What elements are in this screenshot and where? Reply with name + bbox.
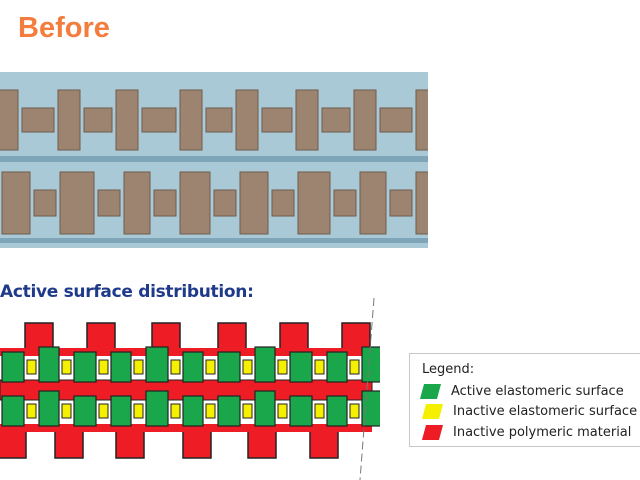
red-crenel bbox=[0, 427, 27, 459]
cut-line bbox=[359, 298, 375, 480]
belt-tile bbox=[1, 171, 31, 235]
green-block bbox=[182, 351, 204, 383]
yellow-block bbox=[170, 403, 181, 419]
yellow-block bbox=[98, 403, 109, 419]
yellow-block bbox=[26, 359, 37, 375]
yellow-block bbox=[133, 359, 144, 375]
yellow-block bbox=[349, 359, 360, 375]
belt-tile bbox=[97, 189, 121, 217]
green-block bbox=[38, 390, 60, 427]
green-block bbox=[110, 395, 132, 427]
legend-item-active-elastomeric: Active elastomeric surface bbox=[419, 384, 624, 399]
legend-item-inactive-elastomeric: Inactive elastomeric surface bbox=[421, 404, 638, 419]
belt-tile bbox=[239, 171, 269, 235]
yellow-block bbox=[242, 359, 253, 375]
yellow-block bbox=[133, 403, 144, 419]
yellow-block bbox=[277, 359, 288, 375]
belt-groove bbox=[0, 156, 428, 162]
belt-tile bbox=[141, 107, 177, 133]
green-block bbox=[289, 351, 313, 383]
yellow-block bbox=[242, 403, 253, 419]
legend-item-inactive-polymeric: Inactive polymeric material bbox=[421, 425, 632, 440]
belt-tile bbox=[235, 89, 259, 151]
yellow-swatch-icon bbox=[421, 404, 444, 419]
belt-tile bbox=[359, 171, 387, 235]
belt-tile bbox=[57, 89, 81, 151]
belt-tile bbox=[0, 89, 19, 151]
section-title: Active surface distribution: bbox=[0, 282, 254, 302]
red-crenel bbox=[54, 427, 84, 459]
belt-tile bbox=[213, 189, 237, 217]
legend: Legend: Active elastomeric surface Inact… bbox=[409, 353, 640, 447]
belt-photo bbox=[0, 72, 428, 248]
belt-groove bbox=[0, 238, 428, 243]
page-title: Before bbox=[18, 12, 110, 44]
belt-tile bbox=[123, 171, 151, 235]
green-block bbox=[326, 395, 348, 427]
green-block bbox=[217, 395, 241, 427]
belt-tile bbox=[297, 171, 331, 235]
green-block bbox=[254, 390, 276, 427]
green-block bbox=[361, 346, 380, 383]
belt-tile bbox=[179, 171, 211, 235]
green-block bbox=[289, 395, 313, 427]
belt-tile bbox=[379, 107, 413, 133]
belt-tile bbox=[389, 189, 413, 217]
yellow-block bbox=[277, 403, 288, 419]
belt-tile bbox=[271, 189, 295, 217]
yellow-block bbox=[205, 403, 216, 419]
green-block bbox=[38, 346, 60, 383]
yellow-block bbox=[205, 359, 216, 375]
green-block bbox=[1, 395, 25, 427]
belt-tile bbox=[179, 89, 203, 151]
yellow-block bbox=[314, 403, 325, 419]
belt-tile bbox=[295, 89, 319, 151]
belt-tile bbox=[321, 107, 351, 133]
red-crenel bbox=[247, 427, 277, 459]
green-block bbox=[145, 346, 169, 383]
green-block bbox=[73, 351, 97, 383]
belt-tile bbox=[115, 89, 139, 151]
belt-tile bbox=[415, 171, 428, 235]
green-swatch-icon bbox=[419, 384, 442, 399]
belt-tile bbox=[21, 107, 55, 133]
yellow-block bbox=[170, 359, 181, 375]
red-crenel bbox=[182, 427, 212, 459]
green-block bbox=[326, 351, 348, 383]
yellow-block bbox=[98, 359, 109, 375]
green-block bbox=[182, 395, 204, 427]
green-block bbox=[254, 346, 276, 383]
belt-tile bbox=[153, 189, 177, 217]
belt-tile bbox=[353, 89, 377, 151]
surface-distribution-diagram bbox=[0, 298, 380, 480]
belt-tile bbox=[261, 107, 293, 133]
belt-tile bbox=[83, 107, 113, 133]
yellow-block bbox=[314, 359, 325, 375]
red-swatch-icon bbox=[421, 425, 444, 440]
red-band bbox=[0, 424, 372, 432]
green-block bbox=[217, 351, 241, 383]
legend-label: Inactive elastomeric surface bbox=[453, 404, 638, 419]
green-block bbox=[110, 351, 132, 383]
green-block bbox=[73, 395, 97, 427]
legend-label: Inactive polymeric material bbox=[453, 425, 632, 440]
yellow-block bbox=[349, 403, 360, 419]
green-block bbox=[145, 390, 169, 427]
belt-tile bbox=[415, 89, 428, 151]
belt-tile bbox=[205, 107, 233, 133]
green-block bbox=[1, 351, 25, 383]
legend-heading: Legend: bbox=[422, 362, 475, 377]
belt-tile bbox=[59, 171, 95, 235]
yellow-block bbox=[61, 403, 72, 419]
yellow-block bbox=[26, 403, 37, 419]
yellow-block bbox=[61, 359, 72, 375]
belt-tile bbox=[333, 189, 357, 217]
red-crenel bbox=[115, 427, 145, 459]
belt-tile bbox=[33, 189, 57, 217]
red-crenel bbox=[309, 427, 339, 459]
legend-label: Active elastomeric surface bbox=[451, 384, 624, 399]
